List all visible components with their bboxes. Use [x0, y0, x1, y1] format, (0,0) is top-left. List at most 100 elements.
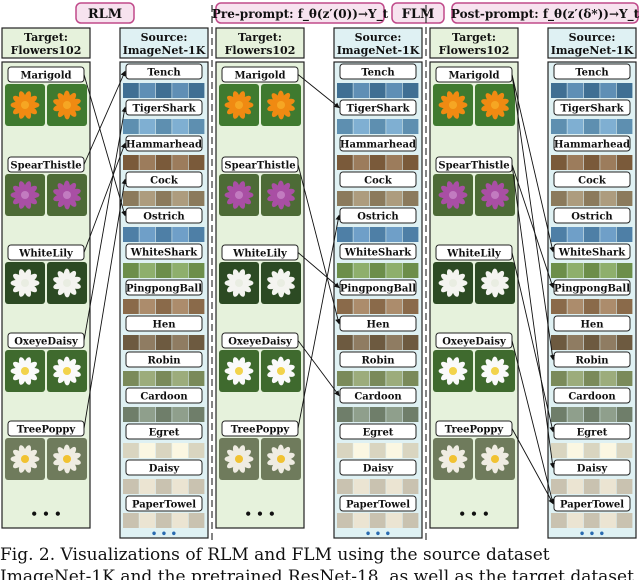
petal-shape — [25, 95, 37, 105]
source-label: Hammarhead — [125, 135, 203, 152]
flower-thumbnail — [261, 350, 301, 392]
source-label: Egret — [125, 423, 203, 440]
source-thumbnail — [551, 119, 633, 134]
target-label-text: OxeyeDaisy — [228, 337, 293, 348]
source-ellipsis: • • • — [151, 529, 177, 540]
target-header-line-2: Flowers102 — [439, 44, 510, 57]
target-label: WhiteLily — [435, 244, 513, 261]
thumbnail-strip — [139, 263, 156, 278]
thumbnail-strip — [551, 263, 567, 278]
petal-shape — [495, 371, 505, 383]
thumbnail-strip — [353, 443, 370, 458]
target-label-text: SpearThistle — [438, 161, 509, 172]
target-header: Target:Flowers102 — [429, 27, 519, 59]
petal-shape — [57, 271, 67, 283]
source-thumbnail — [123, 407, 205, 422]
source-label: TigerShark — [125, 99, 203, 116]
thumbnail-strip — [616, 119, 633, 134]
source-label-text: Cardoon — [568, 392, 616, 403]
flower-thumbnail — [219, 262, 259, 304]
thumbnail-strip — [172, 227, 188, 242]
thumbnail-strip — [172, 371, 188, 386]
flower-thumbnail — [219, 174, 259, 216]
target-ellipsis: • • • — [458, 507, 489, 521]
thumbnail-strip — [616, 83, 633, 98]
flower-center — [276, 190, 286, 200]
pre-mapping-arrow — [297, 74, 340, 109]
thumbnail-strip — [567, 335, 584, 350]
target-label: Marigold — [435, 66, 513, 83]
source-label: TigerShark — [339, 99, 417, 116]
thumbnail-strip — [583, 335, 600, 350]
source-label-box — [125, 351, 203, 368]
flower-thumbnail — [433, 262, 473, 304]
rlm-mapping-arrow — [83, 142, 126, 253]
thumbnail-strip — [123, 299, 139, 314]
source-thumbnail — [123, 513, 205, 528]
thumbnail-strip — [188, 227, 205, 242]
flower-center — [448, 190, 458, 200]
figure-caption: Fig. 2. Visualizations of RLM and FLM us… — [0, 544, 640, 580]
target-label: Marigold — [221, 66, 299, 83]
petal-shape — [495, 283, 505, 295]
source-label: Cardoon — [553, 387, 631, 404]
petal-shape — [68, 188, 81, 197]
source-label-box — [125, 387, 203, 404]
source-label-box — [339, 351, 417, 368]
source-header-box — [119, 27, 209, 59]
flower-center — [490, 454, 500, 464]
petal-shape — [13, 361, 25, 371]
thumbnail-strip — [123, 155, 139, 170]
thumbnail-strip — [386, 479, 402, 494]
thumbnail-strip — [188, 119, 205, 134]
thumbnail-strip — [123, 443, 139, 458]
thumbnail-strip — [567, 119, 584, 134]
thumbnail-strip — [337, 299, 353, 314]
flower-center — [62, 190, 72, 200]
source-thumbnail — [123, 227, 205, 242]
source-label-text: Daisy — [577, 464, 609, 475]
thumbnail-strip — [123, 335, 139, 350]
petal-shape — [441, 185, 453, 195]
petal-shape — [25, 449, 37, 459]
thumbnail-strip — [551, 155, 567, 170]
petal-shape — [453, 95, 465, 105]
source-label-text: TigerShark — [132, 104, 196, 115]
rlm-mapping-arrow — [83, 178, 127, 429]
source-label-box — [339, 279, 417, 296]
thumbnail-strip — [155, 371, 172, 386]
source-header-box — [333, 27, 423, 59]
rlm-mapping-arrow — [83, 106, 127, 341]
thumbnail-strip — [402, 335, 419, 350]
thumbnail-strip — [583, 83, 600, 98]
thumbnail-strip — [139, 479, 156, 494]
thumbnail-strip — [353, 227, 370, 242]
petal-shape — [68, 276, 81, 285]
target-label: OxeyeDaisy — [7, 332, 85, 349]
petal-shape — [495, 270, 505, 283]
thumbnail-strip — [172, 119, 188, 134]
caption-line-2: ImageNet-1K and the pretrained ResNet-18… — [0, 567, 634, 580]
thumbnail-strip — [337, 407, 353, 422]
thumbnail-strip — [369, 227, 386, 242]
thumbnail-strip — [188, 479, 205, 494]
source-label: Cock — [339, 171, 417, 188]
petal-shape — [67, 459, 77, 471]
thumbnail-strip — [155, 443, 172, 458]
petal-shape — [271, 183, 281, 195]
source-label-text: TigerShark — [346, 104, 410, 115]
thumbnail-strip — [369, 119, 386, 134]
source-thumbnail — [337, 479, 419, 494]
flower-center — [490, 278, 500, 288]
rlm-mapping-arrow — [83, 70, 126, 165]
thumbnail-strip — [155, 263, 172, 278]
petal-shape — [496, 98, 509, 107]
thumbnail-strip — [616, 371, 633, 386]
source-thumbnail — [551, 299, 633, 314]
petal-shape — [13, 185, 25, 195]
petal-shape — [239, 273, 251, 283]
thumbnail-strip — [369, 83, 386, 98]
petal-shape — [25, 283, 37, 293]
thumbnail-strip — [188, 191, 205, 206]
petal-shape — [13, 273, 25, 283]
